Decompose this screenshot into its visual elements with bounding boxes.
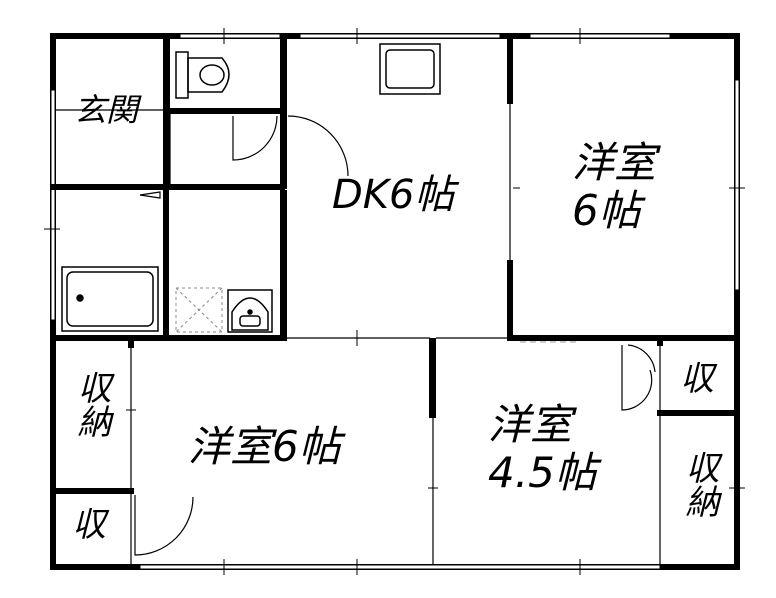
windows xyxy=(50,33,740,570)
label-entrance: 玄関 xyxy=(74,91,139,129)
label-western-ne-2: 6帖 xyxy=(572,186,641,235)
label-dk: DK6帖 xyxy=(332,172,455,218)
door-swings xyxy=(134,115,656,556)
label-storage-left-small: 収 xyxy=(72,505,106,545)
label-storage-right-small: 収 xyxy=(680,359,714,399)
label-storage-right: 収納 xyxy=(679,450,719,518)
thin-walls xyxy=(56,104,661,564)
label-western-se-1: 洋室 xyxy=(488,400,573,449)
label-storage-left: 収納 xyxy=(71,370,111,438)
bathtub xyxy=(61,266,159,332)
label-western-ne-1: 洋室 xyxy=(572,138,657,187)
washer-space xyxy=(175,287,223,333)
grid-ticks xyxy=(44,28,745,575)
interior-walls xyxy=(50,39,740,494)
toilet xyxy=(175,51,230,99)
label-western-sw: 洋室6帖 xyxy=(188,422,341,471)
wash-basin xyxy=(227,289,273,333)
label-western-se-2: 4.5帖 xyxy=(488,448,597,497)
kitchen-sink xyxy=(379,43,441,95)
